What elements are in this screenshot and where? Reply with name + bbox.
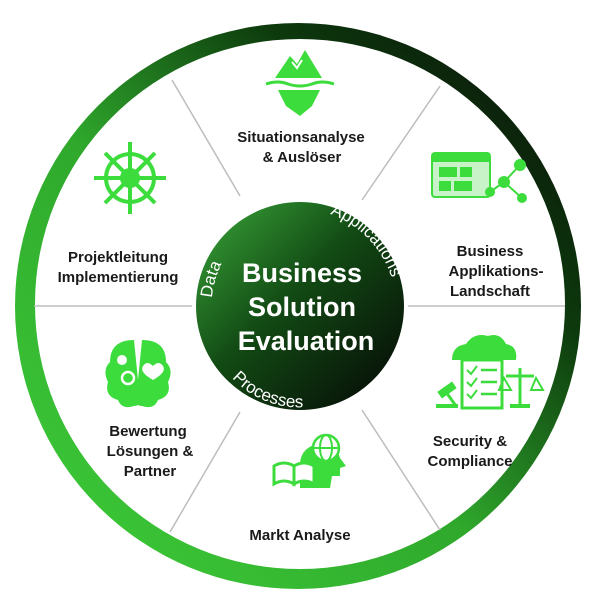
segment-security: Security & Compliance: [427, 433, 512, 470]
segment-security-line-1: Security &: [433, 433, 507, 450]
center-title: Business Solution Evaluation: [238, 258, 375, 356]
reader-globe-icon: [272, 433, 346, 488]
segment-evaluation-line-2: Lösungen &: [107, 443, 194, 460]
segment-market-line-1: Markt Analyse: [249, 527, 350, 544]
center-title-line-1: Business: [242, 258, 362, 288]
segment-landscape-line-1: Business: [457, 243, 524, 260]
segment-evaluation: Bewertung Lösungen & Partner: [107, 423, 194, 480]
segment-market: Markt Analyse: [249, 527, 350, 544]
segment-situation-line-2: & Auslöser: [263, 149, 342, 166]
center-hub: [196, 202, 404, 410]
segment-landscape-line-3: Landschaft: [450, 283, 530, 300]
segment-landscape: Business Applikations- Landschaft: [448, 243, 543, 300]
center-title-line-2: Solution: [248, 292, 356, 322]
segment-security-line-2: Compliance: [427, 453, 512, 470]
segment-evaluation-line-3: Partner: [124, 463, 177, 480]
segment-dividers: [34, 79, 565, 533]
dashboard-network-icon: [431, 152, 527, 203]
segment-situation: Situationsanalyse & Auslöser: [237, 129, 365, 166]
segment-leadership-line-2: Implementierung: [58, 269, 179, 286]
segment-leadership-line-1: Projektleitung: [68, 249, 168, 266]
iceberg-icon: [265, 50, 335, 116]
ship-wheel-icon: [94, 142, 166, 214]
brain-icon: [105, 340, 171, 408]
segment-landscape-line-2: Applikations-: [448, 263, 543, 280]
segment-evaluation-line-1: Bewertung: [109, 423, 187, 440]
segment-leadership: Projektleitung Implementierung: [58, 249, 179, 286]
center-title-line-3: Evaluation: [238, 326, 375, 356]
checklist-scales-icon: [436, 335, 545, 410]
segment-situation-line-1: Situationsanalyse: [237, 129, 365, 146]
